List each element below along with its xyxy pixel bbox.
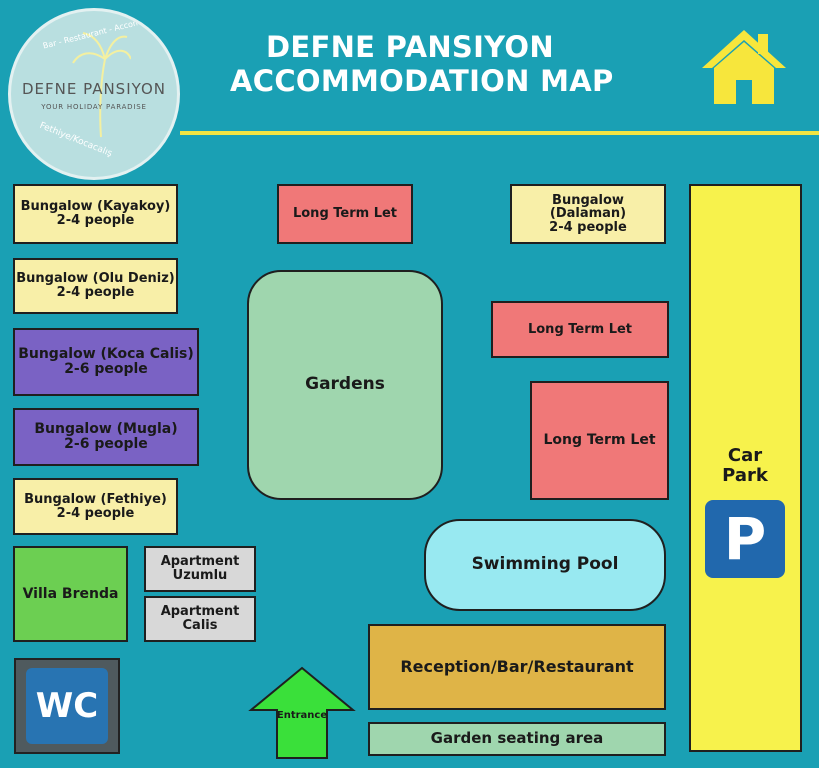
palm-tree-icon [72,32,131,138]
gardens[interactable]: Gardens [247,270,443,500]
bungalow-capacity: 2-4 people [56,285,135,300]
bungalow-fethiye[interactable]: Bungalow (Fethiye)2-4 people [13,478,178,535]
garden-seating-area[interactable]: Garden seating area [368,722,666,756]
car-park-line-2: Park [722,465,768,486]
header-divider [180,131,819,135]
bungalow-olu-deniz[interactable]: Bungalow (Olu Deniz)2-4 people [13,258,178,314]
bungalow-koca-calis[interactable]: Bungalow (Koca Calis)2-6 people [13,328,199,396]
car-park[interactable] [689,184,802,752]
title-line-1: DEFNE PANSIYON [266,30,554,64]
bungalow-dalaman[interactable]: Bungalow (Dalaman)2-4 people [510,184,666,244]
apartment-label: Apartment [160,604,240,620]
bungalow-capacity: 2-4 people [56,213,135,228]
apartment-label: Apartment [160,554,240,570]
wc-block[interactable]: WC [14,658,120,754]
wc-icon: WC [26,668,108,744]
long-term-let-3[interactable]: Long Term Let [530,381,669,500]
long-term-let-2[interactable]: Long Term Let [491,301,669,358]
title-line-2: ACCOMMODATION MAP [230,64,614,98]
car-park-label: Car Park [705,446,785,486]
bungalow-mugla[interactable]: Bungalow (Mugla)2-6 people [13,408,199,466]
bungalow-name: Bungalow (Koca Calis) [18,346,194,363]
long-term-let-1[interactable]: Long Term Let [277,184,413,244]
villa-brenda[interactable]: Villa Brenda [13,546,128,642]
entrance-arrow-icon [248,666,356,759]
logo-name: DEFNE PANSIYON [21,80,166,98]
home-icon [702,30,786,104]
apartment-name: Calis [182,618,218,633]
car-park-line-1: Car [727,445,763,466]
entrance[interactable]: Entrance [247,664,357,760]
bungalow-name: Bungalow (Kayakoy) [20,199,171,215]
apartment-name: Uzumlu [172,568,228,583]
bungalow-capacity: 2-4 people [56,505,135,521]
bungalow-name: Bungalow (Fethiye) [24,491,167,507]
page-title: DEFNE PANSIYON ACCOMMODATION MAP [230,30,614,98]
bungalow-name: Bungalow (Dalaman) [549,192,627,222]
bungalow-name: Bungalow (Mugla) [34,421,178,438]
bungalow-capacity: 2-6 people [64,436,148,452]
swimming-pool[interactable]: Swimming Pool [424,519,666,611]
entrance-label: Entrance [276,710,328,721]
reception-bar-restaurant[interactable]: Reception/Bar/Restaurant [368,624,666,710]
bungalow-capacity: 2-4 people [549,219,627,235]
parking-icon: P [705,500,785,578]
bungalow-name: Bungalow (Olu Deniz) [16,271,175,287]
logo-tagline: YOUR HOLIDAY PARADISE [41,103,147,111]
bungalow-capacity: 2-6 people [64,361,148,377]
logo: Bar - Restaurant - Accommodation DEFNE P… [8,8,180,180]
bungalow-kayakoy[interactable]: Bungalow (Kayakoy)2-4 people [13,184,178,244]
